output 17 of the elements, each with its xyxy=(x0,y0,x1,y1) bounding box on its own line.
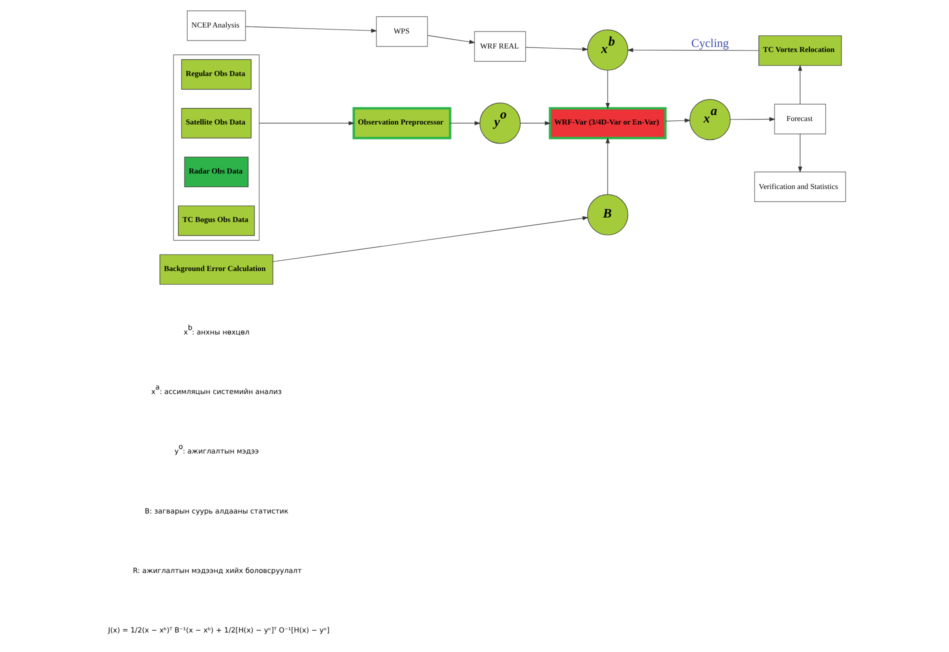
arrow xyxy=(245,26,378,33)
arrow xyxy=(665,118,691,123)
arrow xyxy=(258,121,355,126)
arrow xyxy=(798,134,802,173)
cluster xyxy=(173,54,260,241)
arrow xyxy=(526,47,588,52)
arrow xyxy=(798,64,802,104)
arrow xyxy=(627,48,760,52)
arrow xyxy=(272,216,589,262)
arrow xyxy=(520,121,551,126)
arrow xyxy=(427,35,476,44)
arrow xyxy=(450,121,481,126)
arrow xyxy=(730,117,776,122)
arrow xyxy=(606,70,610,109)
edge-label: Cycling xyxy=(691,36,729,50)
arrow xyxy=(606,137,610,195)
node-circle: B xyxy=(587,194,628,236)
